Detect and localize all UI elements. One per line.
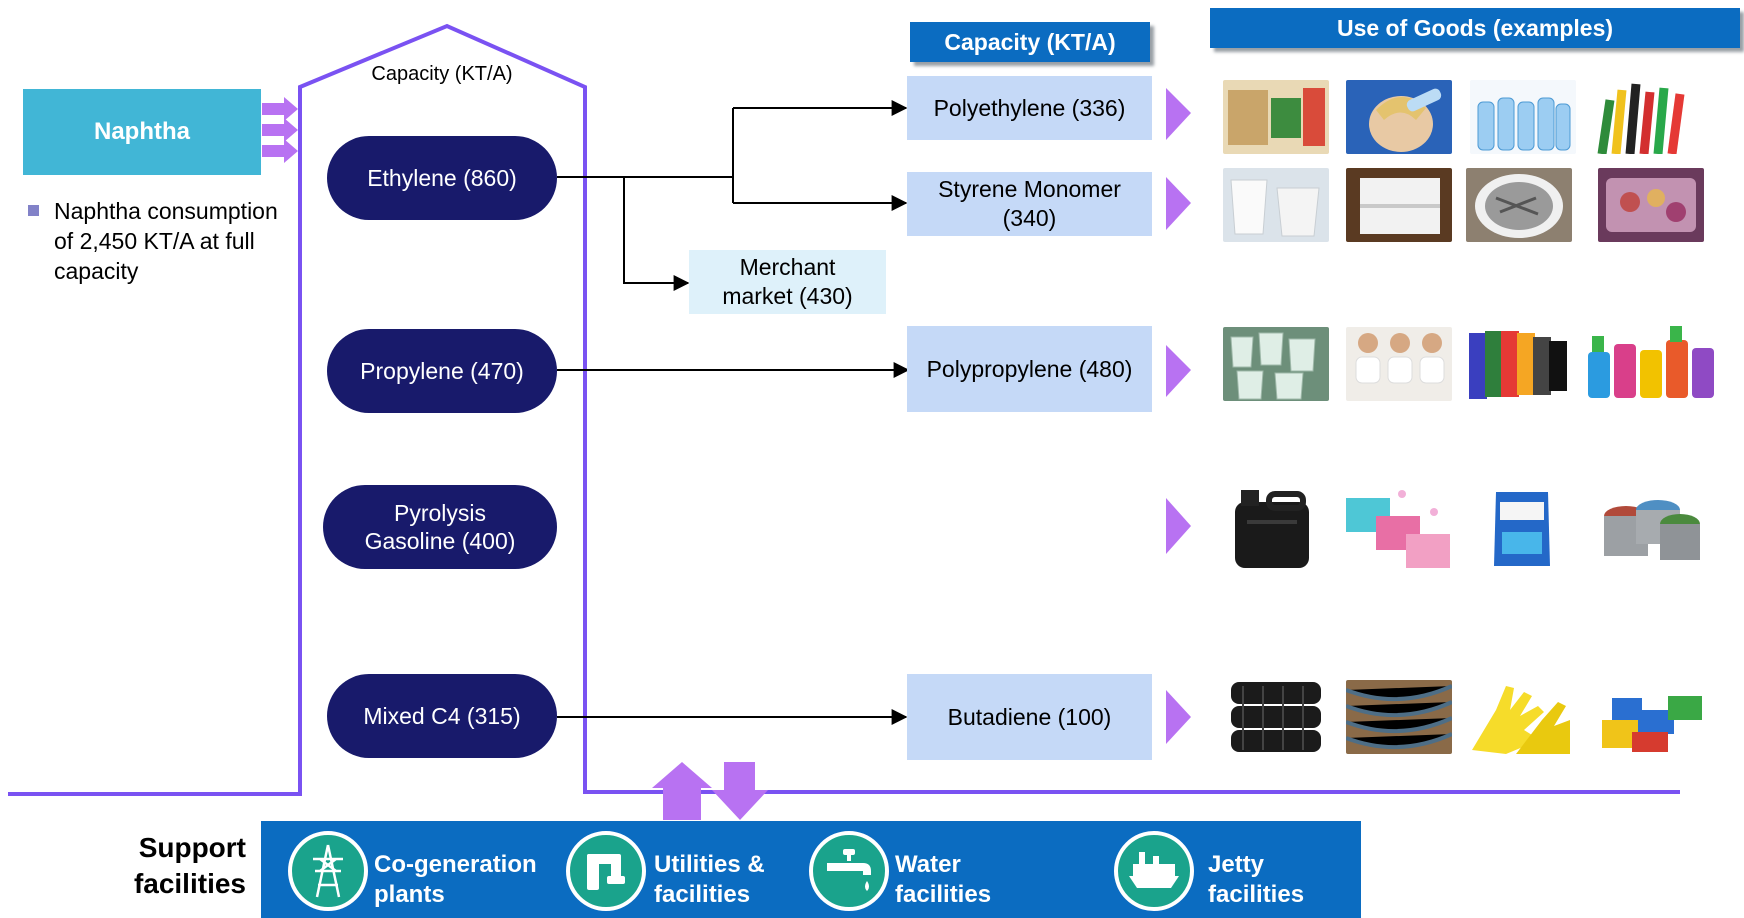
merchant-market-label: Merchant market (430): [722, 254, 853, 309]
butadiene-label: Butadiene (100): [947, 703, 1112, 730]
pipes-icon: [566, 831, 646, 911]
naphtha-consumption-text: Naphtha consumption of 2,450 KT/A at ful…: [54, 198, 278, 284]
support-facilities-title: Support facilities: [133, 832, 246, 899]
polyethylene-label: Polyethylene (336): [933, 94, 1126, 121]
propylene-label: Propylene (470): [360, 358, 524, 384]
naphtha-feed-arrows: [262, 97, 298, 163]
paint-cans-image: [1598, 498, 1704, 564]
colored-sheets-image: [1467, 327, 1573, 401]
styrene-monomer-label: Styrene Monomer (340): [938, 176, 1121, 231]
jetty-facilities-label: Jetty facilities: [1208, 851, 1305, 908]
merchant-market-box: Merchant market (430): [689, 250, 886, 314]
foam-container-image: [1466, 168, 1572, 242]
ship-icon: [1114, 831, 1194, 911]
toy-bricks-image: [1598, 680, 1704, 754]
polypropylene-label: Polypropylene (480): [926, 355, 1133, 382]
cracker-capacity-label: Capacity (KT/A): [371, 63, 513, 85]
plant-outline: [8, 23, 1680, 796]
polypropylene-box: Polypropylene (480): [907, 326, 1152, 412]
pyrolysis-gasoline-label: Pyrolysis Gasoline (400): [364, 500, 516, 554]
plastic-cups-image: [1223, 327, 1329, 401]
detergent-pouch-image: [1490, 488, 1554, 570]
power-tower-icon: [288, 831, 368, 911]
water-bottles-image: [1470, 80, 1576, 154]
fibers-image: [1346, 680, 1452, 754]
naphtha-label: Naphtha: [94, 118, 190, 145]
rubber-gloves-image: [1466, 680, 1572, 754]
food-tray-image: [1598, 168, 1704, 242]
food-packaging-image: [1223, 80, 1329, 154]
jerry-can-image: [1223, 484, 1323, 570]
support-flow-arrows: [652, 762, 768, 820]
foam-box-image: [1346, 168, 1452, 242]
butadiene-box: Butadiene (100): [907, 674, 1152, 760]
tires-image: [1223, 680, 1329, 754]
co-generation-label: Co-generation plants: [374, 851, 537, 908]
colored-straws-image: [1590, 80, 1696, 154]
mixed-c4-pill: Mixed C4 (315): [327, 674, 557, 758]
bullet-marker: [28, 205, 39, 216]
goods-pointers: [1166, 88, 1191, 744]
naphtha-box: Naphtha: [23, 89, 261, 175]
utilities-label: Utilities & facilities: [654, 851, 765, 908]
propylene-pill: Propylene (470): [327, 329, 557, 413]
water-tap-icon: [809, 831, 889, 911]
use-of-goods-header: Use of Goods (examples): [1210, 8, 1740, 48]
spray-bottles-image: [1582, 322, 1722, 402]
detergent-packs-image: [1342, 482, 1454, 572]
ethylene-label: Ethylene (860): [367, 165, 517, 191]
use-of-goods-header-text: Use of Goods (examples): [1336, 14, 1614, 41]
styrene-monomer-box: Styrene Monomer (340): [907, 172, 1152, 236]
mixed-c4-label: Mixed C4 (315): [363, 703, 521, 729]
ethylene-pill: Ethylene (860): [327, 136, 557, 220]
pyrolysis-gasoline-pill: Pyrolysis Gasoline (400): [323, 485, 557, 569]
product-capacity-header-text: Capacity (KT/A): [944, 28, 1116, 55]
diapers-image: [1346, 327, 1452, 401]
product-capacity-header: Capacity (KT/A): [910, 22, 1150, 62]
foam-cups-image: [1223, 168, 1329, 242]
drinking-water-image: [1346, 80, 1452, 154]
polyethylene-box: Polyethylene (336): [907, 76, 1152, 140]
water-facilities-label: Water facilities: [895, 851, 992, 908]
flow-connectors: [557, 100, 910, 725]
